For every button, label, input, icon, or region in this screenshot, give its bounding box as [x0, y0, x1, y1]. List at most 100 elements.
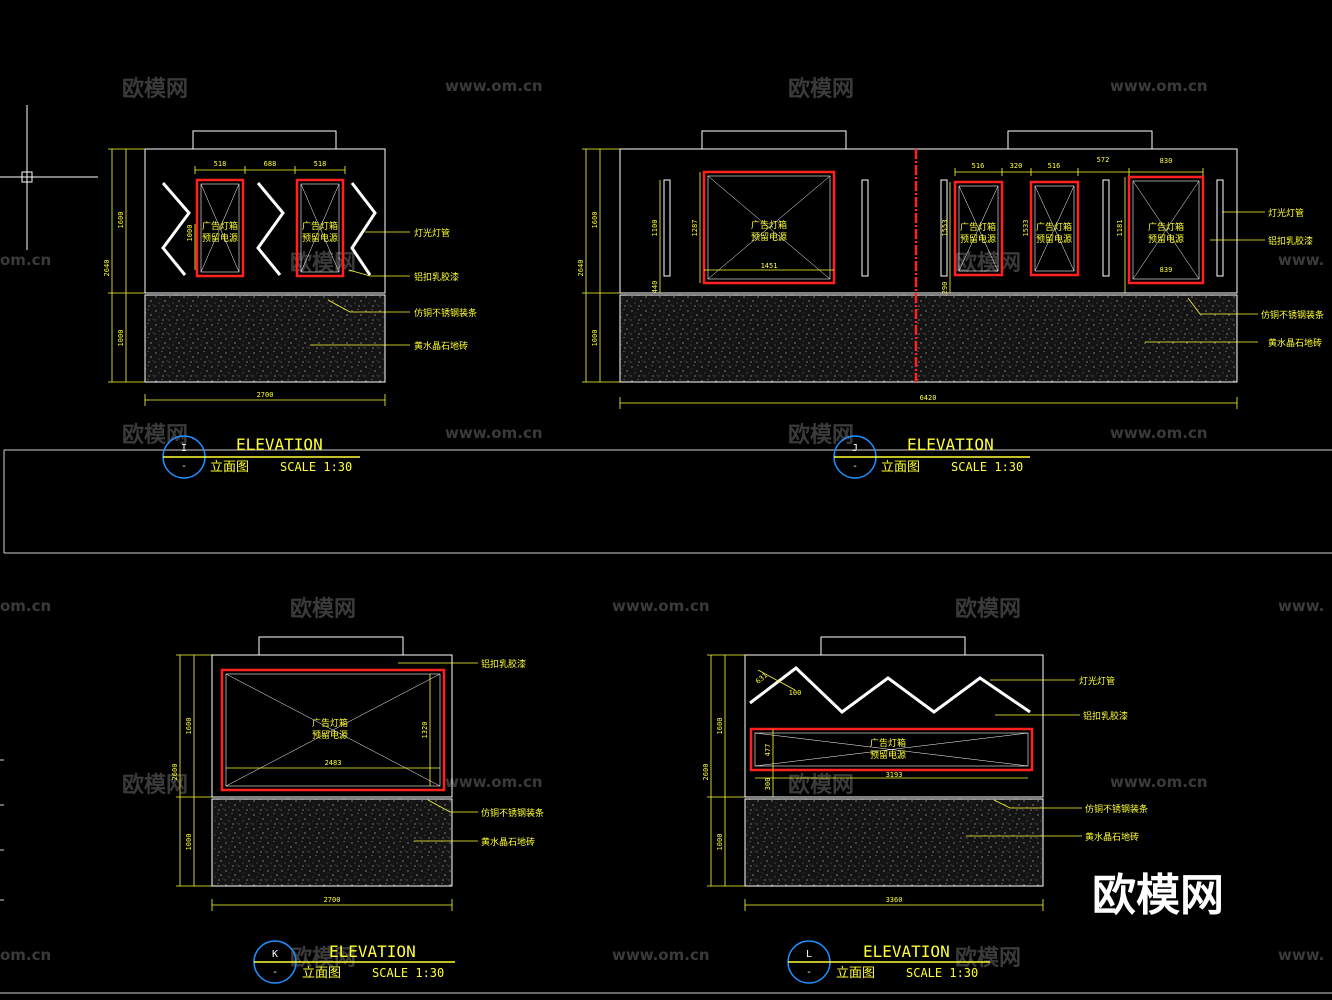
callout-tag: K: [272, 949, 278, 960]
elevation-title: ELEVATION: [863, 942, 950, 961]
annotation-note: 灯光灯管: [1268, 207, 1304, 219]
dim-label: 1533: [1022, 220, 1030, 237]
terrazzo-base: [211, 798, 453, 887]
watermark-url: om.cn: [0, 597, 51, 615]
drawing-title-block[interactable]: I - ELEVATION 立面图 SCALE 1:30: [162, 435, 360, 479]
dim-label: 1600: [117, 212, 125, 229]
elevation-panel-l[interactable]: 广告灯箱 预留电源 1600 2600 1000 3360 631 100 47…: [702, 636, 1148, 984]
dim-label: 2600: [171, 764, 179, 781]
elevation-panel-k[interactable]: 广告灯箱 预留电源 1600 2600 1000 2700 2483 1320 …: [171, 636, 544, 984]
callout-sub: -: [181, 461, 187, 472]
elevation-panel-j[interactable]: 广告灯箱 预留电源 广告灯箱 预留电源 广告灯箱 预留电源 广告灯箱 预留电源: [577, 130, 1324, 479]
watermark-logo: 欧模网: [122, 76, 188, 102]
callout-tag: L: [806, 949, 812, 960]
dimension-lines: [108, 148, 386, 406]
dim-label: 688: [264, 160, 277, 168]
elevation-title: ELEVATION: [329, 942, 416, 961]
watermark-logo: 欧模网: [290, 945, 356, 971]
box-text: 预留电源: [870, 749, 906, 761]
annotation-note: 黄水晶石地砖: [481, 836, 535, 848]
dimension-lines: [582, 148, 1238, 409]
watermark-url: www.om.cn: [1110, 424, 1208, 442]
callout-sub: -: [272, 967, 278, 978]
dim-label: 1000: [117, 330, 125, 347]
watermark-url: www.: [1278, 597, 1324, 615]
dim-label: 2483: [325, 759, 342, 767]
top-header-box: [192, 130, 337, 150]
dim-label: 830: [1160, 157, 1173, 165]
zigzag-light-tube: [749, 666, 1031, 714]
wall-upper: [619, 148, 1238, 294]
watermark-logo: 欧模网: [788, 772, 854, 798]
zigzag-light-tube: [350, 182, 377, 276]
watermark-url: www.om.cn: [612, 946, 710, 964]
terrazzo-base: [619, 294, 1238, 383]
elevation-cn-title: 立面图: [836, 966, 875, 981]
dim-label: 572: [1097, 156, 1110, 164]
light-box: 广告灯箱 预留电源: [702, 170, 836, 285]
dim-label: 1553: [941, 220, 949, 237]
dim-label: 1000: [716, 834, 724, 851]
dim-label: 290: [941, 282, 949, 295]
zigzag-light-tube: [256, 182, 285, 276]
light-box: 广告灯箱 预留电源: [749, 727, 1034, 772]
elevation-title: ELEVATION: [236, 435, 323, 454]
drawing-title-block[interactable]: K - ELEVATION 立面图 SCALE 1:30: [253, 940, 455, 984]
box-text: 预留电源: [1148, 233, 1184, 245]
annotation-note: 仿铜不锈钢装条: [481, 807, 544, 819]
watermark-url: www.om.cn: [445, 773, 543, 791]
top-header-box: [701, 130, 847, 150]
watermark-logo: 欧模网: [122, 772, 188, 798]
annotation-note: 黄水晶石地砖: [1268, 337, 1322, 349]
box-text: 广告灯箱: [751, 219, 787, 231]
dim-label: 320: [1010, 162, 1023, 170]
annotation-note: 铝扣乳胶漆: [1268, 235, 1313, 247]
leader-lines: [1145, 211, 1265, 343]
box-text: 广告灯箱: [1148, 221, 1184, 233]
dim-label: 3360: [886, 896, 903, 904]
watermark-logo: 欧模网: [955, 596, 1021, 622]
watermark-url: www.: [1278, 251, 1324, 269]
sheet-edge-ticks: [0, 759, 4, 901]
elevation-cn-title: 立面图: [881, 460, 920, 475]
vertical-light-bar: [861, 179, 869, 277]
dim-label: 1600: [716, 718, 724, 735]
leader-lines: [310, 231, 410, 346]
annotation-note: 仿铜不锈钢装条: [414, 307, 477, 319]
light-box: 广告灯箱 预留电源: [195, 178, 245, 278]
vertical-light-bar: [940, 179, 948, 277]
vertical-light-bar: [663, 179, 671, 277]
top-header-box: [258, 636, 404, 656]
terrazzo-base: [744, 798, 1044, 887]
box-text: 预留电源: [312, 729, 348, 741]
dimension-lines: [176, 654, 453, 911]
annotation-note: 灯光灯管: [1079, 675, 1115, 687]
dim-label: 300: [764, 778, 772, 791]
watermark-url: www.om.cn: [612, 597, 710, 615]
scale-label: SCALE 1:30: [280, 460, 352, 474]
dim-label: 1600: [591, 212, 599, 229]
drawing-title-block[interactable]: L - ELEVATION 立面图 SCALE 1:30: [787, 940, 990, 984]
terrazzo-base: [144, 294, 386, 383]
light-box: 广告灯箱 预留电源: [295, 178, 345, 278]
dim-label: 1287: [691, 220, 699, 237]
watermark-url: www.om.cn: [445, 424, 543, 442]
leader-lines: [398, 662, 478, 842]
elevation-panel-i[interactable]: 广告灯箱 预留电源 广告灯箱 预留电源 518 688 518: [103, 130, 477, 479]
top-header-box: [1007, 130, 1153, 150]
callout-tag: I: [181, 443, 187, 454]
box-text: 广告灯箱: [1036, 221, 1072, 233]
watermark-logo: 欧模网: [290, 596, 356, 622]
annotation-note: 铝扣乳胶漆: [1083, 710, 1128, 722]
crosshair-cursor-icon[interactable]: [0, 105, 98, 250]
dim-label: 2640: [577, 260, 585, 277]
drawing-title-block[interactable]: J - ELEVATION 立面图 SCALE 1:30: [833, 435, 1030, 479]
watermark-logo: 欧模网: [955, 250, 1021, 276]
zigzag-light-tube: [161, 182, 191, 276]
watermark-logo: 欧模网: [122, 422, 188, 448]
watermark-url: om.cn: [0, 946, 51, 964]
annotation-note: 灯光灯管: [414, 227, 450, 239]
vertical-light-bar: [1216, 179, 1224, 277]
dim-label: 631: [754, 671, 769, 685]
